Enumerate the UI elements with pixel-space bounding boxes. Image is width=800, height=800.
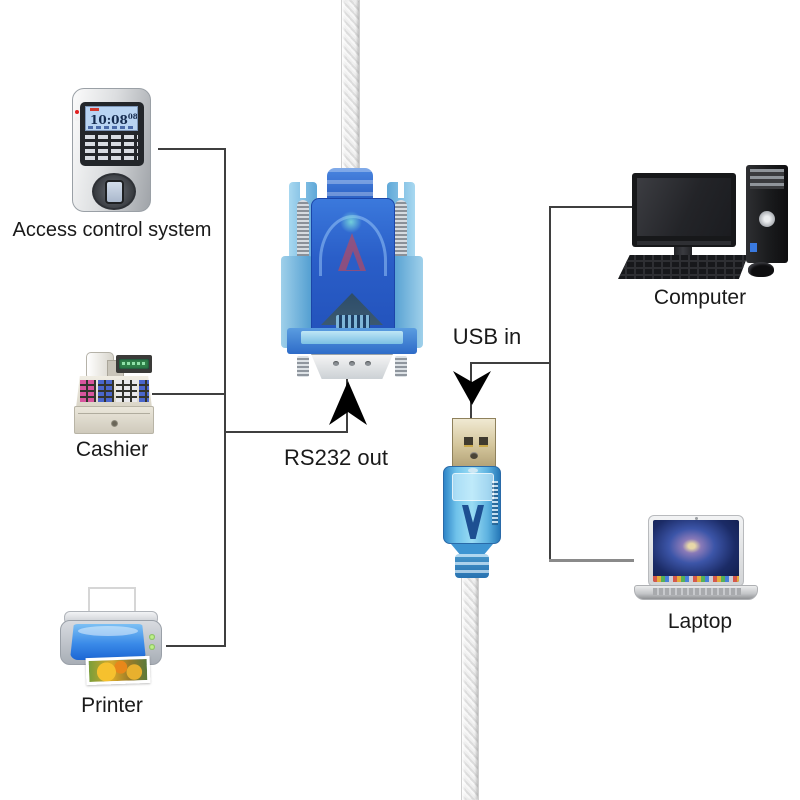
inner-a-mark-hollow — [346, 251, 360, 270]
wing-notch — [300, 182, 306, 198]
tower-case — [746, 165, 788, 263]
keypad-blue-right — [139, 380, 149, 402]
laptop-base — [634, 585, 758, 600]
laptop-keyboard — [653, 588, 741, 595]
cable-top — [341, 0, 360, 175]
register-display — [116, 355, 152, 373]
rs232-flange — [287, 328, 417, 354]
printer-button-green — [149, 644, 155, 650]
line-usb-horizontal — [470, 362, 551, 364]
housing-grip-ribs — [492, 481, 498, 525]
flange-band — [301, 331, 403, 344]
case-emblem — [759, 211, 775, 227]
cash-drawer — [74, 406, 154, 434]
usb-in-label: USB in — [452, 324, 522, 349]
usb-metal-plug — [452, 418, 496, 467]
rs232-body — [311, 198, 395, 332]
screen-status-mark — [90, 108, 99, 111]
cashier-label: Cashier — [75, 438, 149, 461]
fingerprint-scanner — [92, 173, 136, 210]
pin-hole — [349, 361, 355, 366]
drawer-keyhole — [111, 420, 118, 427]
device-front-panel: 10:0808 — [80, 102, 144, 166]
usb-strain-relief — [455, 554, 489, 578]
thumbscrew-rod — [297, 200, 309, 262]
cashier-device — [74, 348, 154, 434]
thumbscrew-rod — [395, 200, 407, 262]
screen-time: 10:0808 — [90, 112, 138, 127]
webcam-dot — [695, 517, 698, 520]
keypad — [85, 135, 138, 162]
case-sticker — [750, 243, 757, 252]
line-computer-branch — [549, 206, 635, 208]
red-led — [75, 110, 79, 114]
usb-shell-hole — [470, 452, 478, 459]
cover-shine — [78, 626, 138, 636]
usb-contact-slot — [479, 437, 488, 447]
fingerprint-window — [105, 180, 124, 204]
rs232-up-arrow-icon — [329, 381, 367, 425]
cable-bottom — [461, 577, 479, 800]
laptop-lid — [648, 515, 744, 587]
wing-notch — [398, 182, 404, 198]
screw-post-right — [395, 356, 407, 377]
printed-photo — [85, 655, 151, 686]
line-cashier-branch — [152, 393, 226, 395]
usb-down-arrow-icon — [453, 371, 491, 405]
computer-label: Computer — [653, 286, 747, 309]
inner-glow — [340, 211, 362, 233]
access-control-device: 10:0808 — [72, 88, 151, 212]
db9-metal-shell — [311, 354, 393, 379]
time-text: 10:08 — [90, 113, 128, 127]
usb-neck — [451, 544, 493, 554]
line-printer-branch — [166, 645, 226, 647]
laptop-device — [634, 515, 758, 607]
housing-wire-v — [462, 505, 484, 539]
usb-connector — [443, 418, 501, 578]
lcd-screen: 10:0808 — [85, 106, 138, 131]
keypad-white — [116, 380, 137, 402]
printer-cover — [70, 624, 146, 660]
access-control-label: Access control system — [12, 219, 212, 241]
usb-housing — [443, 466, 501, 544]
line-right-trunk — [549, 206, 551, 562]
line-rs232-horizontal — [224, 431, 348, 433]
line-laptop-branch — [549, 559, 634, 562]
housing-screw-dot — [468, 468, 478, 473]
display-screen — [119, 359, 149, 369]
monitor-bottom-strip — [637, 241, 731, 245]
screw-post-left — [297, 356, 309, 377]
rs232-out-label: RS232 out — [284, 445, 388, 470]
pin-hole — [365, 361, 371, 366]
keypad-pink — [80, 380, 96, 402]
housing-inner-panel — [452, 473, 494, 501]
printer-button-green — [149, 634, 155, 640]
usb-contact-slot — [464, 437, 473, 447]
white-led — [75, 117, 79, 121]
drawer-seam — [78, 413, 150, 414]
line-left-trunk — [224, 148, 226, 647]
computer-device — [618, 163, 790, 283]
screen-status-row — [88, 126, 135, 129]
pin-hole — [333, 361, 339, 366]
line-access-branch — [158, 148, 226, 150]
label-plate — [336, 315, 370, 329]
printer-label: Printer — [81, 694, 143, 717]
printer-device — [58, 585, 162, 691]
mouse — [748, 262, 774, 277]
drive-bays — [750, 169, 784, 189]
keypad-blue-left — [98, 380, 114, 402]
rs232-connector — [281, 168, 423, 380]
monitor-screen — [637, 178, 731, 236]
monitor — [632, 173, 736, 247]
seconds-text: 08 — [127, 112, 138, 121]
keyboard — [618, 255, 748, 279]
laptop-label: Laptop — [667, 610, 733, 633]
laptop-screen — [653, 520, 739, 582]
dock-strip — [653, 576, 739, 582]
